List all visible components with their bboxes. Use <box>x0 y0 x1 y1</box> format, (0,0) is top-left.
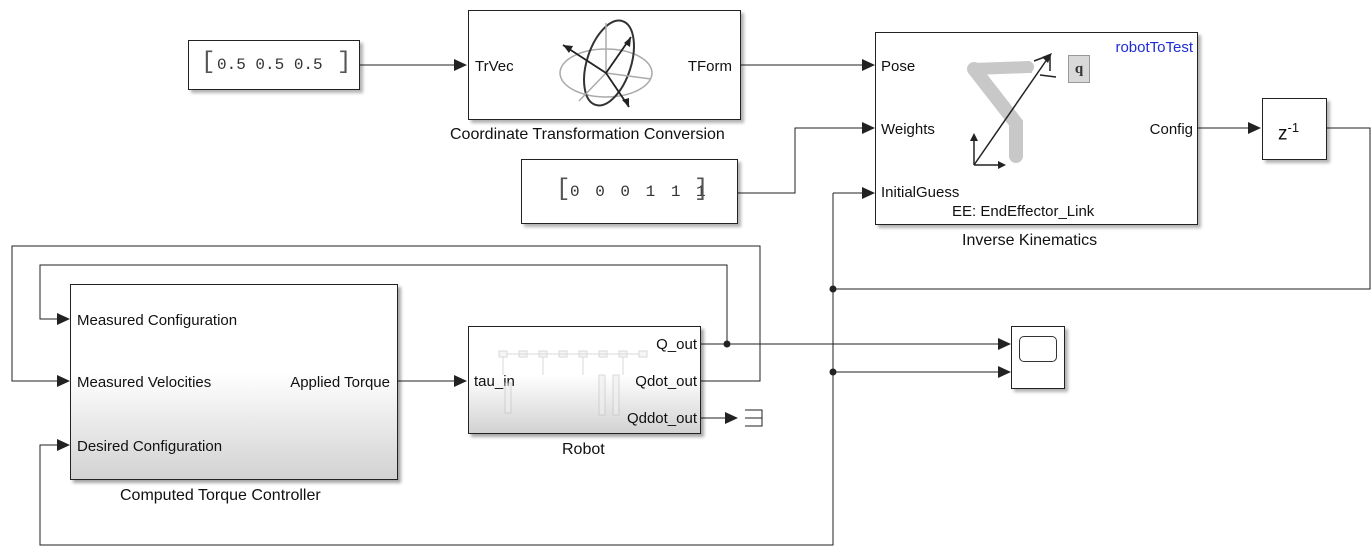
qddot-out-port-label: Qddot_out <box>626 410 697 427</box>
inverse-kinematics-block[interactable]: robotToTest Pose Weights InitialGuess Co… <box>875 32 1198 225</box>
robot-model-icon <box>498 350 648 416</box>
trvec-port-label: TrVec <box>475 58 514 75</box>
measured-velocities-port-label: Measured Velocities <box>77 374 212 391</box>
weights-left-bracket: [ <box>556 176 571 203</box>
robot-caption: Robot <box>562 441 605 458</box>
robot-to-test-label: robotToTest <box>1115 39 1193 56</box>
scope-screen-icon <box>1019 336 1057 362</box>
trvec-right-bracket: ] <box>337 49 352 76</box>
weights-right-bracket: ] <box>694 176 709 203</box>
computed-torque-controller-block[interactable]: Measured Configuration Measured Velociti… <box>70 284 398 480</box>
applied-torque-port-label: Applied Torque <box>290 374 390 391</box>
weights-constant-block[interactable]: [ 0 0 0 1 1 1 ] <box>521 159 738 224</box>
end-effector-label: EE: EndEffector_Link <box>952 203 1095 220</box>
robot-arm-icon <box>967 53 1057 169</box>
initialguess-port-label: InitialGuess <box>881 184 960 201</box>
unit-delay-symbol: z-1 <box>1278 121 1299 143</box>
line-measured-velocities <box>11 245 761 382</box>
measured-configuration-port-label: Measured Configuration <box>77 312 238 329</box>
unit-delay-z: z <box>1278 123 1288 145</box>
coordinate-frames-icon <box>559 19 653 108</box>
config-port-label: Config <box>1149 121 1193 138</box>
unit-delay-exponent: -1 <box>1287 120 1300 135</box>
desired-configuration-port-label: Desired Configuration <box>77 438 223 455</box>
weights-constant-value: 0 0 0 1 1 1 <box>570 183 709 201</box>
line-delay-output <box>833 127 1371 290</box>
pose-port-label: Pose <box>881 58 916 75</box>
scope-block[interactable] <box>1011 326 1065 389</box>
coordinate-transformation-block[interactable]: TrVec TForm <box>468 10 741 120</box>
line-weights <box>738 127 864 194</box>
tform-port-label: TForm <box>687 58 732 75</box>
trvec-constant-value: 0.5 0.5 0.5 <box>217 56 323 74</box>
qdot-out-port-label: Qdot_out <box>635 373 697 390</box>
computed-torque-controller-caption: Computed Torque Controller <box>120 487 321 504</box>
configuration-q-icon: q <box>1068 55 1090 83</box>
line-measured-config <box>39 264 728 344</box>
trvec-constant-block[interactable]: [ 0.5 0.5 0.5 ] <box>188 40 360 90</box>
weights-port-label: Weights <box>881 121 935 138</box>
coordinate-transformation-caption: Coordinate Transformation Conversion <box>450 126 725 143</box>
terminator <box>745 409 763 427</box>
robot-block[interactable]: tau_in Q_out Qdot_out Qddot_out <box>468 326 701 434</box>
unit-delay-block[interactable]: z-1 <box>1262 98 1327 160</box>
line-desired-config <box>39 193 834 546</box>
q-out-port-label: Q_out <box>656 336 697 353</box>
inverse-kinematics-caption: Inverse Kinematics <box>962 232 1098 249</box>
trvec-left-bracket: [ <box>201 49 216 76</box>
